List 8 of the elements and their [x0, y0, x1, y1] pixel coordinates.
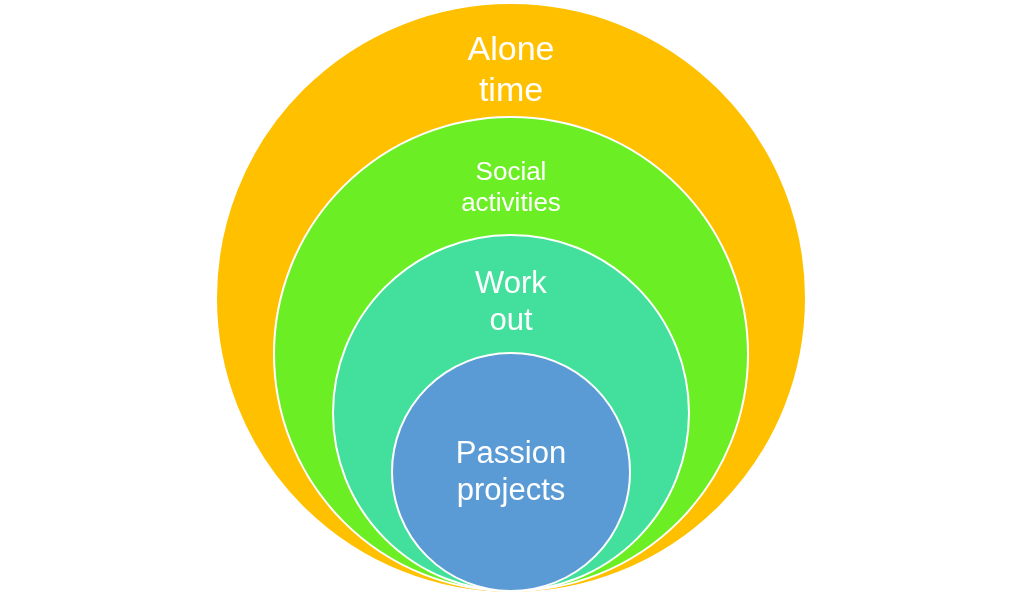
circle-label: Alone time: [466, 28, 556, 110]
circle-node: [273, 116, 749, 592]
circle-label: Passion projects: [454, 434, 568, 509]
circle-node: [332, 234, 690, 592]
circle-node: [215, 2, 807, 594]
circle-label: Social activities: [460, 156, 562, 219]
circle-node: [391, 352, 631, 592]
circle-label: Work out: [474, 264, 548, 339]
